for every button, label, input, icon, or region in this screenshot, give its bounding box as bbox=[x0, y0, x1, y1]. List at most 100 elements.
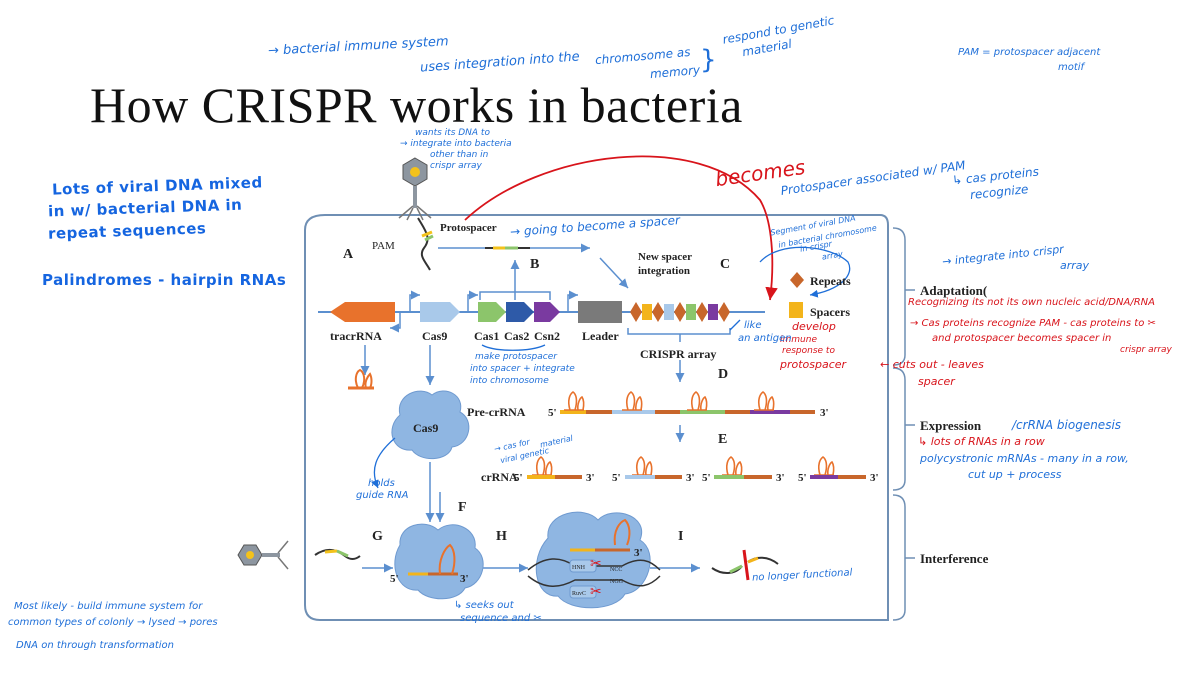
label-cas1: Cas1 bbox=[474, 329, 499, 343]
label-pam: PAM bbox=[372, 240, 395, 252]
stage-adaptation: Adaptation( bbox=[920, 283, 988, 298]
h-3prime: 3' bbox=[634, 547, 643, 559]
note-poly2: cut up + process bbox=[968, 468, 1062, 481]
pre-3prime: 3' bbox=[820, 407, 829, 419]
letter-c: C bbox=[720, 257, 730, 272]
label-leader: Leader bbox=[582, 329, 619, 343]
crrna1-5: 5' bbox=[514, 472, 523, 484]
g-3prime: 3' bbox=[460, 573, 469, 585]
label-repeats: Repeats bbox=[810, 274, 851, 288]
label-ngg: NGG bbox=[610, 579, 624, 585]
note-seeks1: ↳ seeks out bbox=[454, 600, 514, 611]
label-ruvc: RuvC bbox=[572, 591, 586, 597]
cas9-gene bbox=[420, 302, 460, 322]
letter-h: H bbox=[496, 529, 507, 544]
label-ncc: NCC bbox=[610, 567, 622, 573]
label-crispr-array: CRISPR array bbox=[640, 347, 716, 361]
label-spacers: Spacers bbox=[810, 305, 850, 319]
letter-f: F bbox=[458, 500, 467, 515]
g-5prime: 5' bbox=[390, 573, 399, 585]
note-develop4: protospacer bbox=[780, 358, 847, 371]
note-make1: make protospacer bbox=[475, 352, 557, 362]
stage-expression: Expression bbox=[920, 418, 982, 433]
label-cas9: Cas9 bbox=[422, 329, 447, 343]
note-pam-def2: motif bbox=[1058, 62, 1085, 73]
label-cas9-blob: Cas9 bbox=[413, 421, 438, 435]
interference-bracket bbox=[892, 494, 906, 621]
crrna1-3: 3' bbox=[586, 472, 595, 484]
legend-repeat bbox=[790, 272, 804, 288]
note-crispr-array-red: crispr array bbox=[1120, 345, 1172, 355]
letter-a: A bbox=[343, 247, 354, 262]
crrna2-3: 3' bbox=[686, 472, 695, 484]
slide-title: How CRISPR works in bacteria bbox=[90, 77, 743, 133]
label-tracrrna: tracrRNA bbox=[330, 329, 382, 343]
svg-text:✂: ✂ bbox=[590, 584, 602, 600]
note-phage4: crispr array bbox=[430, 161, 482, 171]
g-cloud bbox=[394, 523, 484, 600]
note-crrna-bio: /crRNA biogenesis bbox=[1012, 418, 1122, 432]
note-holds2: guide RNA bbox=[356, 490, 409, 501]
letter-g: G bbox=[372, 529, 383, 544]
label-crrna: crRNA bbox=[481, 470, 518, 484]
adaptation-bracket bbox=[892, 227, 906, 366]
hairpin-5 bbox=[632, 456, 653, 476]
note-phage1: wants its DNA to bbox=[415, 128, 490, 138]
label-pre-crrna: Pre-crRNA bbox=[467, 405, 526, 419]
hairpin-4 bbox=[532, 456, 553, 476]
hairpin-1 bbox=[622, 391, 643, 411]
label-integration: integration bbox=[638, 265, 690, 277]
becomes-arrow bbox=[464, 155, 778, 301]
hairpin-7 bbox=[814, 456, 835, 476]
note-make3: into chromosome bbox=[470, 376, 549, 386]
note-left4: Palindromes - hairpin RNAs bbox=[42, 271, 287, 289]
note-recognizing: Recognizing its not its own nucleic acid… bbox=[908, 297, 1155, 308]
cas1-gene bbox=[478, 302, 506, 322]
letter-d: D bbox=[718, 367, 728, 382]
cas2-gene bbox=[506, 302, 534, 322]
hairpin-3 bbox=[754, 391, 775, 411]
note-phage3: other than in bbox=[430, 150, 489, 160]
pre-5prime: 5' bbox=[548, 407, 557, 419]
label-protospacer: Protospacer bbox=[440, 222, 497, 234]
cas9-cloud bbox=[391, 390, 470, 460]
note-cuts-out2: spacer bbox=[918, 375, 955, 388]
csn2-gene bbox=[534, 302, 560, 322]
svg-text:✂: ✂ bbox=[590, 556, 602, 572]
note-poly1: polycystronic mRNAs - many in a row, bbox=[920, 452, 1129, 465]
hairpin-6 bbox=[722, 456, 743, 476]
stage-interference: Interference bbox=[920, 551, 989, 566]
note-holds1: holds bbox=[368, 478, 395, 489]
label-csn2: Csn2 bbox=[534, 329, 560, 343]
label-new-spacer: New spacer bbox=[638, 251, 692, 263]
letter-e: E bbox=[718, 432, 727, 447]
letter-b: B bbox=[530, 257, 539, 272]
note-like2: an antigen bbox=[738, 333, 792, 344]
phage-top bbox=[398, 157, 432, 221]
note-phage2: → integrate into bacteria bbox=[400, 139, 512, 149]
note-make2: into spacer + integrate bbox=[470, 364, 575, 374]
note-cas-proteins: → Cas proteins recognize PAM - cas prote… bbox=[910, 318, 1156, 329]
crrna4-3: 3' bbox=[870, 472, 879, 484]
note-like1: like bbox=[744, 320, 762, 331]
note-lots-rnas: ↳ lots of RNAs in a row bbox=[918, 435, 1045, 448]
crrna3-5: 5' bbox=[702, 472, 711, 484]
note-pam-def1: PAM = protospacer adjacent bbox=[958, 47, 1101, 58]
note-cuts-out1: ← cuts out - leaves bbox=[880, 358, 984, 371]
tracr-hairpin bbox=[348, 368, 374, 390]
tracr-gene bbox=[330, 302, 395, 322]
letter-i: I bbox=[678, 529, 683, 544]
crrna4-5: 5' bbox=[798, 472, 807, 484]
note-proto-becomes: and protospacer becomes spacer in bbox=[932, 333, 1112, 344]
expression-bracket bbox=[892, 367, 906, 491]
crrna3-3: 3' bbox=[776, 472, 785, 484]
cell-outline bbox=[304, 214, 889, 621]
injected-dna bbox=[417, 217, 431, 271]
hairpin-2 bbox=[687, 391, 708, 411]
crispr-array bbox=[630, 302, 730, 322]
legend-spacer bbox=[789, 302, 803, 318]
note-develop2: immune bbox=[780, 335, 817, 345]
crrna2-5: 5' bbox=[612, 472, 621, 484]
note-develop1: develop bbox=[792, 320, 836, 333]
